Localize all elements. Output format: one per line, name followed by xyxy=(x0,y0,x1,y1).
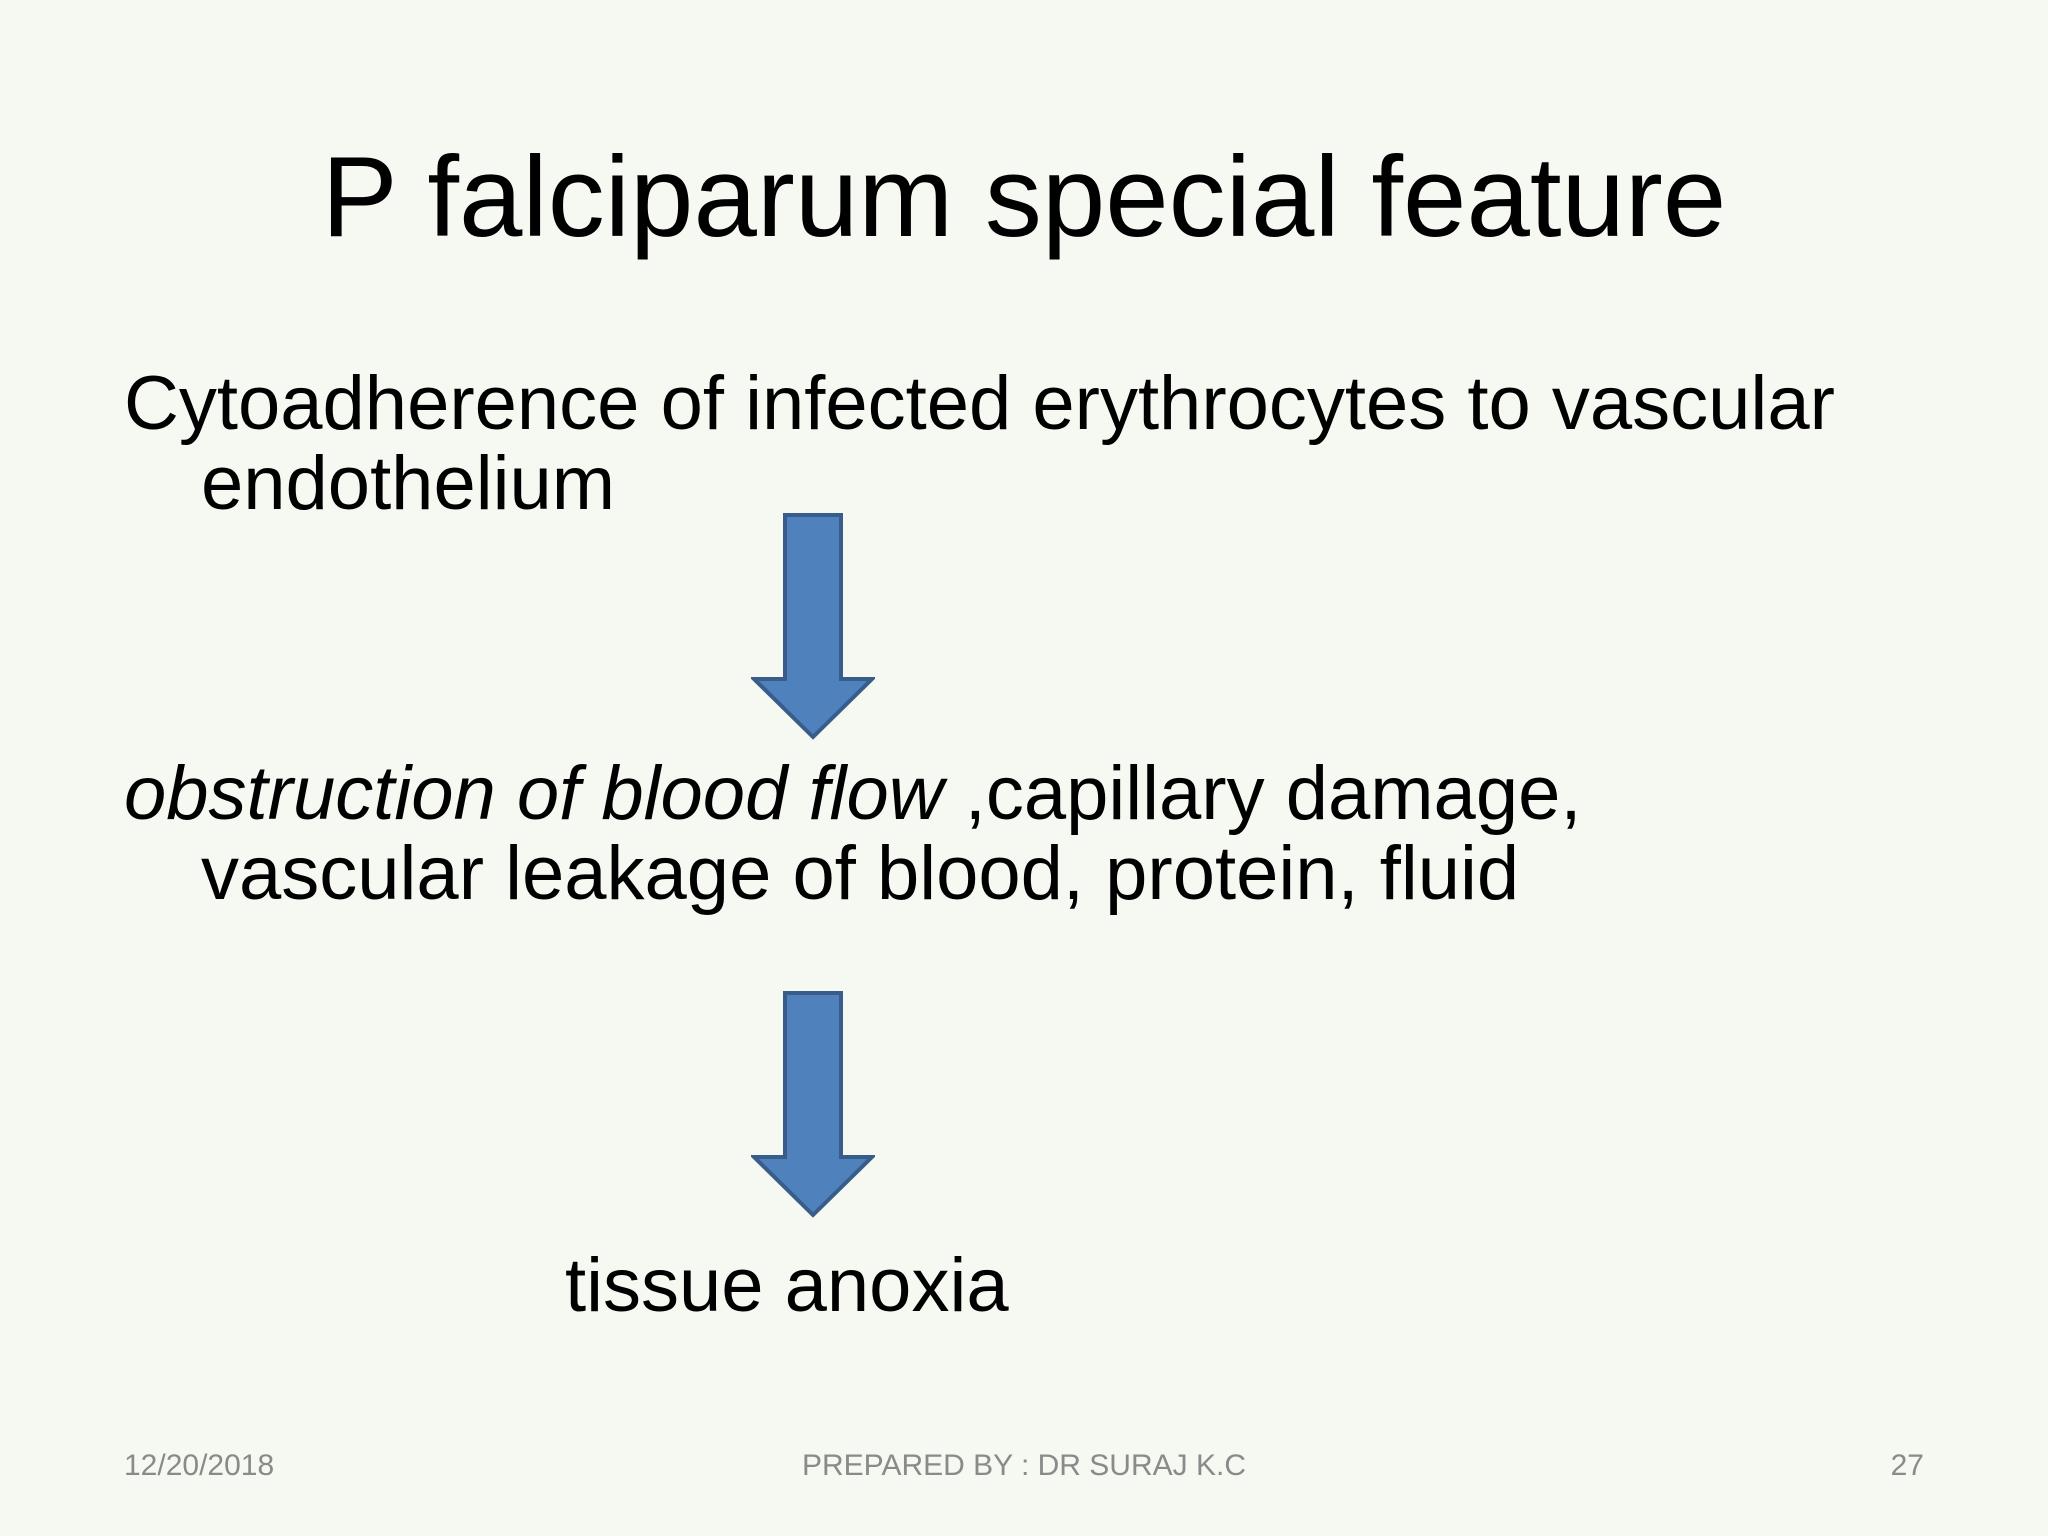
step-obstruction: obstruction of blood flow ,capillary dam… xyxy=(124,754,1581,914)
down-arrow-icon xyxy=(751,991,875,1218)
step-tissue-anoxia: tissue anoxia xyxy=(565,1243,1009,1328)
down-arrow-icon xyxy=(751,513,875,740)
step-obstruction-italic: obstruction of blood flow xyxy=(124,751,965,836)
slide-title: P falciparum special feature xyxy=(321,134,1727,261)
slide-number: 27 xyxy=(1890,1449,1924,1482)
footer-author: PREPARED BY : DR SURAJ K.C xyxy=(802,1449,1246,1482)
step-obstruction-rest: ,capillary damage, xyxy=(964,751,1582,836)
step-cytoadherence-line2: endothelium xyxy=(201,441,616,526)
step-cytoadherence-line1: Cytoadherence of infected erythrocytes t… xyxy=(124,361,1835,446)
footer-date: 12/20/2018 xyxy=(124,1449,275,1482)
step-obstruction-line2: vascular leakage of blood, protein, flui… xyxy=(201,831,1520,916)
step-cytoadherence: Cytoadherence of infected erythrocytes t… xyxy=(124,364,1835,524)
